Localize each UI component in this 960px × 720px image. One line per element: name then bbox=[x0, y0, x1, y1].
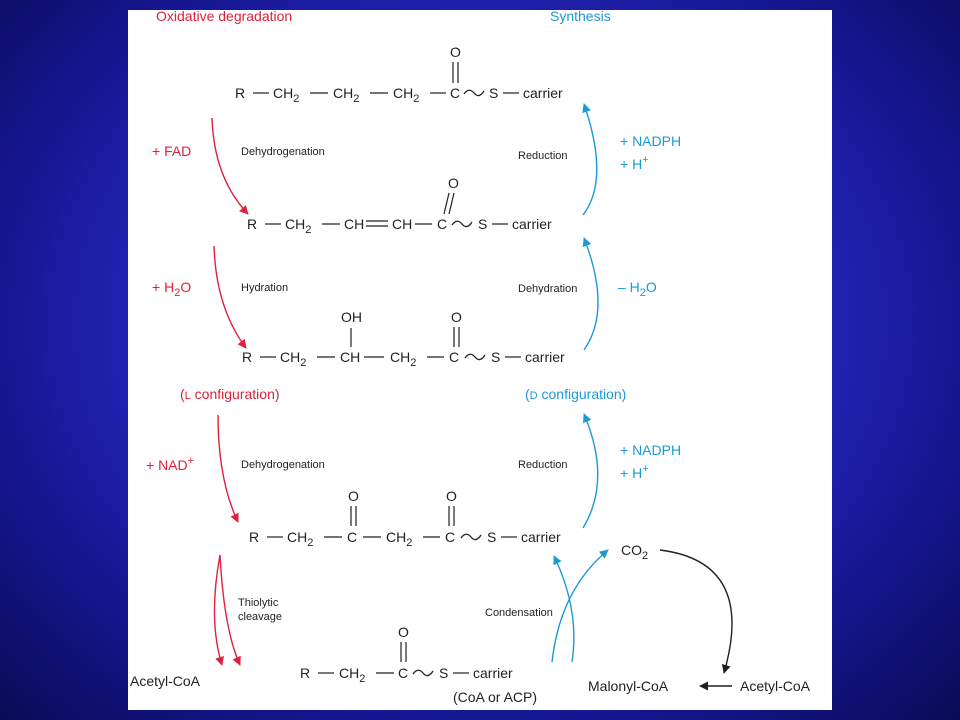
arrow-dehydration bbox=[582, 237, 599, 351]
step-reduction-2: Reduction bbox=[518, 459, 568, 471]
atom-o: O bbox=[446, 488, 457, 504]
atom-s: S bbox=[478, 216, 487, 232]
compound-enoyl: R CH2 CH CH C O S carrier bbox=[247, 175, 552, 236]
arrow-dehydrogenation-1 bbox=[211, 117, 249, 215]
reagent-h2o-minus: – H2O bbox=[618, 279, 657, 299]
atom-r: R bbox=[249, 529, 259, 545]
atom-ch: CH bbox=[344, 216, 364, 232]
fatty-acid-pathway-diagram: Oxidative degradation Synthesis R CH2 CH… bbox=[130, 10, 811, 705]
reagent-hplus-2: + H+ bbox=[620, 463, 649, 481]
malonyl-coa: Malonyl-CoA bbox=[588, 678, 669, 694]
arrow-condensation-co2 bbox=[551, 549, 609, 663]
reagent-nadph-2: + NADPH bbox=[620, 442, 681, 458]
atom-ch2: CH2 bbox=[273, 85, 299, 105]
atom-ch2: CH2 bbox=[386, 529, 412, 549]
atom-ch2: CH2 bbox=[287, 529, 313, 549]
step-thiolytic: Thiolytic bbox=[238, 597, 279, 609]
atom-c: C bbox=[445, 529, 455, 545]
arrow-dehydrogenation-2 bbox=[217, 414, 239, 523]
compound-shortened-acyl: R CH2 C O S carrier bbox=[300, 624, 513, 685]
compound-hydroxyacyl: R CH2 CH OH CH2 C O S carrier bbox=[242, 309, 565, 369]
atom-ch: CH bbox=[392, 216, 412, 232]
atom-oh: OH bbox=[341, 309, 362, 325]
atom-carrier: carrier bbox=[473, 665, 513, 681]
atom-s: S bbox=[439, 665, 448, 681]
atom-c: C bbox=[449, 349, 459, 365]
atom-c: C bbox=[398, 665, 408, 681]
atom-r: R bbox=[300, 665, 310, 681]
atom-o: O bbox=[451, 309, 462, 325]
step-dehydrogenation-1: Dehydrogenation bbox=[241, 146, 325, 158]
arrow-co2-to-malonyl bbox=[659, 549, 733, 674]
step-hydration: Hydration bbox=[241, 282, 288, 294]
arrow-thiolytic-acetyl bbox=[213, 554, 224, 666]
header-oxidative-degradation: Oxidative degradation bbox=[156, 10, 292, 24]
atom-c: C bbox=[347, 529, 357, 545]
atom-s: S bbox=[491, 349, 500, 365]
reagent-fad: + FAD bbox=[152, 143, 191, 159]
atom-ch2: CH2 bbox=[339, 665, 365, 685]
l-configuration: (L configuration) bbox=[180, 386, 280, 402]
atom-ch2: CH2 bbox=[280, 349, 306, 369]
atom-s: S bbox=[487, 529, 496, 545]
atom-carrier: carrier bbox=[521, 529, 561, 545]
atom-c: C bbox=[437, 216, 447, 232]
atom-carrier: carrier bbox=[523, 85, 563, 101]
atom-o: O bbox=[398, 624, 409, 640]
atom-carrier: carrier bbox=[525, 349, 565, 365]
acetyl-coa-product: Acetyl-CoA bbox=[130, 673, 201, 689]
atom-ch2: CH2 bbox=[285, 216, 311, 236]
arrow-condensation-acyl bbox=[553, 555, 575, 663]
co2-label: CO2 bbox=[621, 542, 648, 562]
step-condensation: Condensation bbox=[485, 607, 553, 619]
atom-s: S bbox=[489, 85, 498, 101]
atom-o: O bbox=[450, 44, 461, 60]
atom-ch2: CH2 bbox=[390, 349, 416, 369]
reagent-hplus-1: + H+ bbox=[620, 154, 649, 172]
atom-ch2: CH2 bbox=[333, 85, 359, 105]
atom-c: C bbox=[450, 85, 460, 101]
step-cleavage: cleavage bbox=[238, 611, 282, 623]
atom-ch2: CH2 bbox=[393, 85, 419, 105]
atom-r: R bbox=[247, 216, 257, 232]
reagent-h2o-plus: + H2O bbox=[152, 279, 191, 299]
arrow-thiolytic-acyl bbox=[219, 554, 241, 666]
arrow-hydration bbox=[213, 245, 247, 349]
compound-ketoacyl: R CH2 C O CH2 C O S carrier bbox=[249, 488, 561, 549]
step-dehydration: Dehydration bbox=[518, 283, 577, 295]
arrow-reduction-2 bbox=[582, 413, 599, 529]
reagent-nad: + NAD+ bbox=[146, 455, 194, 473]
atom-r: R bbox=[242, 349, 252, 365]
atom-o: O bbox=[348, 488, 359, 504]
compound-acyl: R CH2 CH2 CH2 C O S carrier bbox=[235, 44, 563, 105]
step-dehydrogenation-2: Dehydrogenation bbox=[241, 459, 325, 471]
d-configuration: (D configuration) bbox=[525, 386, 626, 402]
atom-ch: CH bbox=[340, 349, 360, 365]
atom-r: R bbox=[235, 85, 245, 101]
step-reduction-1: Reduction bbox=[518, 150, 568, 162]
carrier-note: (CoA or ACP) bbox=[453, 689, 537, 705]
header-synthesis: Synthesis bbox=[550, 10, 611, 24]
diagram-panel: Oxidative degradation Synthesis R CH2 CH… bbox=[128, 10, 832, 710]
reagent-nadph-1: + NADPH bbox=[620, 133, 681, 149]
acetyl-coa-reactant: Acetyl-CoA bbox=[740, 678, 811, 694]
arrow-reduction-1 bbox=[582, 103, 598, 216]
atom-carrier: carrier bbox=[512, 216, 552, 232]
atom-o: O bbox=[448, 175, 459, 191]
